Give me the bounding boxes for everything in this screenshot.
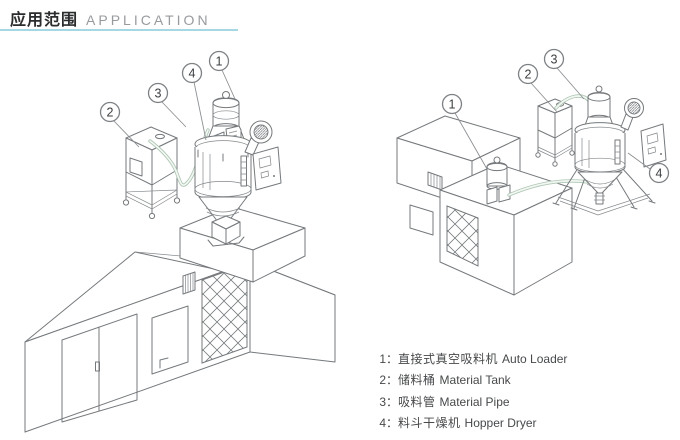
legend-en: Auto Loader <box>502 352 568 366</box>
legend-en: Material Tank <box>439 373 511 388</box>
callout-left-2: 2 <box>99 101 121 123</box>
legend-cn: 直接式真空吸料机 <box>398 352 499 366</box>
callout-left-4: 4 <box>181 62 203 84</box>
callout-right-4: 4 <box>648 162 670 184</box>
legend-en: Hopper Dryer <box>464 415 537 430</box>
hopper-cone-right <box>577 171 623 205</box>
blower-left <box>244 120 273 156</box>
legend-num: 1 <box>379 352 386 366</box>
machine-grille-left <box>201 263 248 364</box>
callout-right-3: 3 <box>543 48 565 70</box>
molding-machine-left <box>24 206 336 433</box>
control-box-left <box>252 146 282 191</box>
molding-machine-right <box>396 115 573 296</box>
sight-glass-right <box>614 139 621 165</box>
hopper-loader-right <box>583 85 615 129</box>
svg-text:1: 1 <box>216 54 223 68</box>
legend-num: 4 <box>379 415 386 430</box>
hopper-dryer-left <box>194 91 282 247</box>
callout-left-1: 1 <box>208 50 230 72</box>
callouts-left: 1 4 3 2 <box>99 50 236 148</box>
page-title: 应用范围 APPLICATION <box>10 6 211 30</box>
callout-right-1: 1 <box>441 93 463 115</box>
svg-text:4: 4 <box>656 166 663 180</box>
svg-text:2: 2 <box>107 105 114 119</box>
callouts-right: 1 2 3 4 <box>441 48 670 184</box>
legend-en: Material Pipe <box>439 394 510 409</box>
legend-cn: 料斗干燥机 <box>398 415 461 430</box>
left-assembly: 1 4 3 2 <box>24 50 336 433</box>
sight-glass-left <box>240 155 247 187</box>
control-box-right <box>640 123 667 168</box>
machine-doors-left <box>61 313 138 423</box>
title-english: APPLICATION <box>86 12 211 28</box>
legend-num: 2 <box>379 373 386 388</box>
svg-text:4: 4 <box>189 66 196 80</box>
callout-left-3: 3 <box>147 82 169 104</box>
svg-text:2: 2 <box>525 67 532 81</box>
machine-panel-left <box>151 305 189 375</box>
material-tank-right <box>535 98 575 167</box>
machine-grille-right <box>446 205 479 267</box>
blower-right <box>620 98 644 131</box>
legend-cn: 吸料管 <box>398 394 436 409</box>
hopper-dryer-right <box>552 85 667 216</box>
title-chinese: 应用范围 <box>10 12 79 29</box>
svg-text:3: 3 <box>551 52 558 66</box>
callout-right-2: 2 <box>517 63 539 85</box>
legend-num: 3 <box>379 394 386 409</box>
svg-text:3: 3 <box>155 86 162 100</box>
material-tank-left <box>122 126 181 220</box>
machine-vent-left <box>182 271 196 295</box>
svg-text:1: 1 <box>449 97 456 111</box>
hopper-stand <box>552 167 656 216</box>
hopper-cone-left <box>198 196 248 247</box>
right-assembly: 1 2 3 4 <box>396 48 670 296</box>
transfer-pipe-right <box>507 179 596 197</box>
auto-loader-right <box>486 156 511 205</box>
title-underline <box>0 29 238 31</box>
legend-cn: 储料桶 <box>398 373 436 388</box>
